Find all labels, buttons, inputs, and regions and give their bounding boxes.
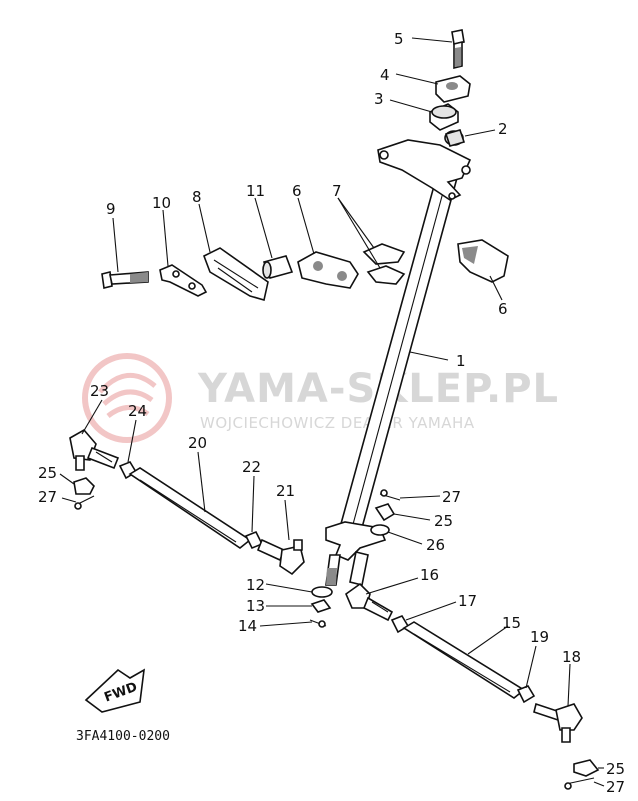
callout-26: 26 xyxy=(426,536,445,554)
leader-lines xyxy=(59,37,605,787)
fwd-arrow-icon: FWD xyxy=(84,668,145,713)
part-tie-rod-end-left xyxy=(69,428,120,471)
callout-21: 21 xyxy=(276,482,295,500)
part-long-bolt xyxy=(101,271,149,289)
part-bolt-top xyxy=(451,29,465,70)
part-cotter-14 xyxy=(309,619,327,628)
callout-27-mid: 27 xyxy=(442,488,461,506)
callout-11: 11 xyxy=(246,182,265,200)
watermark: YAMA-SKLEP.PL WOJCIECHOWICZ DEALER YAMAH… xyxy=(82,353,558,443)
part-shims xyxy=(362,243,406,285)
callout-labels: 5 4 3 2 9 10 8 11 6 7 6 1 23 24 20 22 21… xyxy=(38,30,625,796)
part-cotter-27a xyxy=(74,495,95,510)
callout-22: 22 xyxy=(242,458,261,476)
part-plate xyxy=(202,247,269,302)
part-nut-25b xyxy=(374,503,396,522)
part-cotter-27b xyxy=(379,489,401,501)
part-washer-26 xyxy=(370,524,390,536)
watermark-logo-icon xyxy=(98,372,157,419)
callout-15: 15 xyxy=(502,614,521,632)
part-cotter-27c xyxy=(564,777,595,790)
part-tie-rod-end-center xyxy=(256,538,305,576)
callout-9: 9 xyxy=(106,200,116,218)
part-nut-19 xyxy=(516,685,536,704)
callout-27-right: 27 xyxy=(606,778,625,796)
callout-25-right: 25 xyxy=(606,760,625,778)
watermark-tagline: WOJCIECHOWICZ DEALER YAMAHA xyxy=(200,414,475,432)
callout-24: 24 xyxy=(128,402,147,420)
part-tie-rod-left xyxy=(128,467,252,549)
callout-2: 2 xyxy=(498,120,508,138)
watermark-logo-ring xyxy=(82,353,172,443)
part-clip xyxy=(159,264,208,297)
callout-7: 7 xyxy=(332,182,342,200)
callout-6-left: 6 xyxy=(292,182,302,200)
callout-3: 3 xyxy=(374,90,384,108)
callout-1: 1 xyxy=(456,352,466,370)
callout-13: 13 xyxy=(246,597,265,615)
callout-12: 12 xyxy=(246,576,265,594)
part-tie-rod-end-inner-right xyxy=(345,582,394,622)
part-bushing xyxy=(444,129,466,147)
part-tie-rod-right xyxy=(402,621,526,699)
part-tie-rod-end-outer-right xyxy=(533,702,583,743)
part-nut-25c xyxy=(573,759,600,777)
diagram-code: 3FA4100-0200 xyxy=(76,729,170,744)
callout-16: 16 xyxy=(420,566,439,584)
callout-25-left: 25 xyxy=(38,464,57,482)
part-sleeve xyxy=(262,255,294,279)
callout-25-mid: 25 xyxy=(434,512,453,530)
callout-18: 18 xyxy=(562,648,581,666)
callout-27-left: 27 xyxy=(38,488,57,506)
callout-14: 14 xyxy=(238,617,257,635)
part-holder-right xyxy=(457,239,509,283)
callout-10: 10 xyxy=(152,194,171,212)
callout-19: 19 xyxy=(530,628,549,646)
callout-17: 17 xyxy=(458,592,477,610)
callout-23: 23 xyxy=(90,382,109,400)
part-nut-25a xyxy=(73,477,95,495)
part-nut-13 xyxy=(310,599,332,613)
part-steering-shaft xyxy=(325,139,472,586)
part-clamp xyxy=(435,75,471,103)
part-washer-12 xyxy=(311,586,333,598)
callout-5: 5 xyxy=(394,30,404,48)
part-holder-left xyxy=(297,251,359,289)
callout-20: 20 xyxy=(188,434,207,452)
callout-6-right: 6 xyxy=(498,300,508,318)
part-collar xyxy=(429,103,459,131)
callout-4: 4 xyxy=(380,66,390,84)
callout-8: 8 xyxy=(192,188,202,206)
